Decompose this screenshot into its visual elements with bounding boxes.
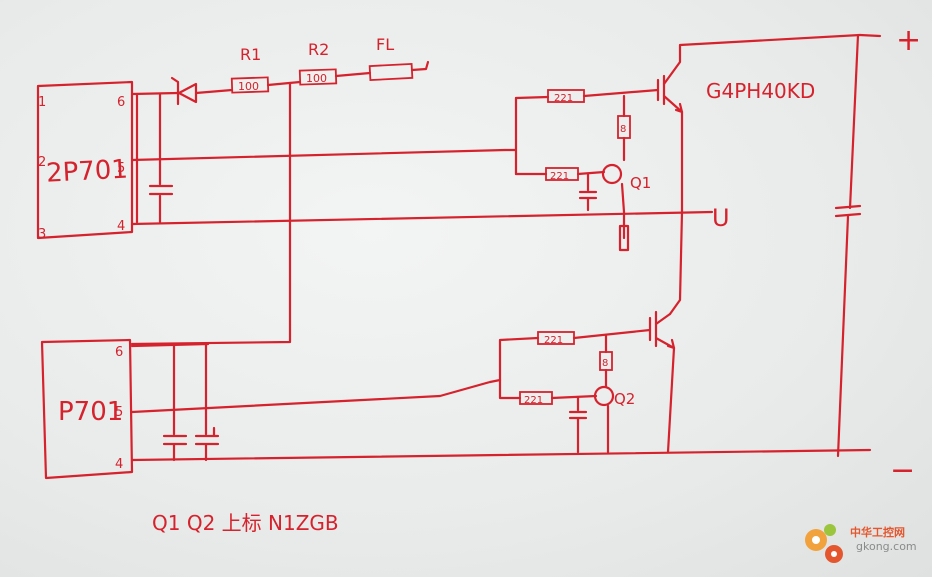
minus-terminal: − xyxy=(890,453,915,488)
top-chip-pin1: 1 xyxy=(38,95,46,110)
r1-value: 100 xyxy=(238,80,259,93)
top-chip-pin2: 2 xyxy=(38,155,46,170)
bottom-optocoupler-chip: 6 5 4 P701 xyxy=(40,338,134,480)
bottom-chip-pin6: 6 xyxy=(115,345,123,360)
bottom-chip-pin5: 5 xyxy=(115,405,123,420)
q2-top-res-value: 221 xyxy=(544,335,563,346)
bottom-chip-pin4: 4 xyxy=(115,457,123,472)
fl-label: FL xyxy=(376,35,394,54)
q1-driver: 221 8 221 Q1 xyxy=(503,88,660,252)
top-wiring: 100 R1 100 R2 FL U xyxy=(130,35,730,346)
igbt-top: G4PH40KD xyxy=(656,33,862,214)
gear-logo-icon xyxy=(805,524,843,563)
q2-driver: 221 8 221 Q2 xyxy=(130,328,652,454)
top-optocoupler-chip: 1 2 3 6 5 4 2P701 xyxy=(36,80,134,242)
q1-top-res-value: 221 xyxy=(554,93,573,104)
transistor-note: Q1 Q2 上标 N1ZGB xyxy=(152,511,339,535)
top-chip-name: 2P701 xyxy=(45,155,128,189)
igbt-part-number: G4PH40KD xyxy=(706,79,815,103)
bottom-caps xyxy=(130,342,220,462)
q1-label: Q1 xyxy=(630,174,651,192)
r2-value: 100 xyxy=(306,72,327,85)
q2-base-res-value: 221 xyxy=(524,395,543,406)
top-chip-pin3: 3 xyxy=(38,227,46,242)
watermark-logo: 中华工控网 gkong.com xyxy=(800,518,930,574)
top-chip-pin4: 4 xyxy=(117,219,125,234)
watermark-url: gkong.com xyxy=(856,540,917,553)
bottom-chip-name: P701 xyxy=(58,397,123,427)
r1-label: R1 xyxy=(240,45,261,64)
u-terminal: U xyxy=(712,204,730,232)
q2-vert-res-value: 8 xyxy=(602,358,608,369)
igbt-bottom xyxy=(648,310,676,454)
power-bus: + − xyxy=(130,23,921,488)
q1-base-res-value: 221 xyxy=(550,171,569,182)
r2-label: R2 xyxy=(308,40,329,59)
top-chip-pin5: 5 xyxy=(117,161,125,176)
q1-vert-res-value: 8 xyxy=(620,124,626,135)
q2-label: Q2 xyxy=(614,390,635,408)
watermark-cn: 中华工控网 xyxy=(850,526,905,539)
top-chip-pin6: 6 xyxy=(117,95,125,110)
plus-terminal: + xyxy=(896,23,921,58)
